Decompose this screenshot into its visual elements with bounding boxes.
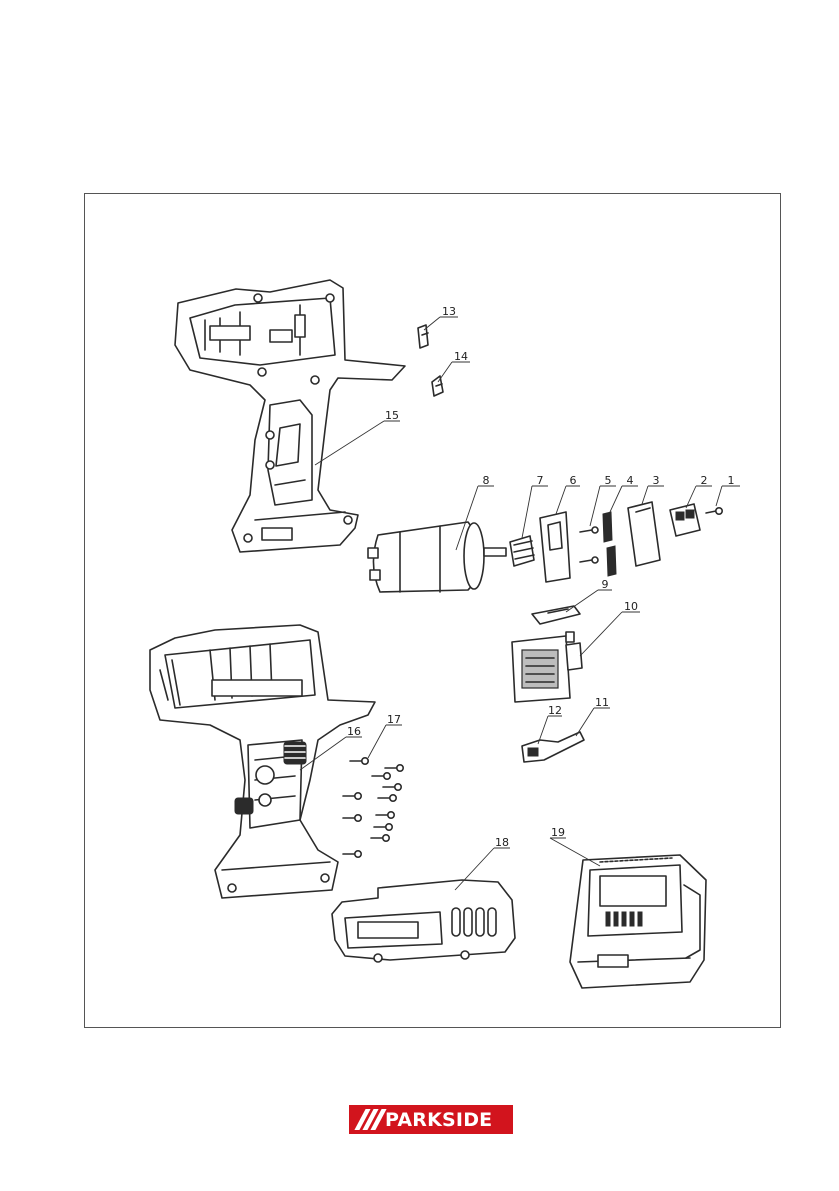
label-part-8: 8 (483, 474, 490, 487)
label-part-17: 17 (387, 713, 401, 726)
label-part-13: 13 (442, 305, 456, 318)
housing-assembled-16 (150, 625, 375, 898)
label-part-10: 10 (624, 600, 638, 613)
trigger-11-12 (522, 732, 584, 762)
motor-8 (368, 522, 506, 592)
label-part-6: 6 (570, 474, 577, 487)
screws-5 (580, 527, 598, 563)
screw-set-17 (343, 758, 403, 857)
label-part-1: 1 (728, 474, 735, 487)
label-part-15: 15 (385, 409, 399, 422)
label-part-3: 3 (653, 474, 660, 487)
housing-half-15 (175, 280, 405, 552)
switch-module-10 (512, 632, 582, 702)
springs-4 (603, 512, 616, 576)
clip-14 (432, 376, 443, 396)
label-part-11: 11 (595, 696, 609, 709)
label-part-5: 5 (605, 474, 612, 487)
leader-lines (300, 317, 740, 890)
label-part-2: 2 (701, 474, 708, 487)
screw-1 (706, 508, 722, 514)
slider-9 (532, 606, 580, 624)
cover-3 (628, 502, 660, 566)
label-part-14: 14 (454, 350, 468, 363)
label-part-12: 12 (548, 704, 562, 717)
plate-6 (540, 512, 570, 582)
label-part-18: 18 (495, 836, 509, 849)
logo-stripes-icon (349, 1105, 389, 1134)
logo-wordmark: PARKSIDE (385, 1109, 492, 1131)
label-part-9: 9 (602, 578, 609, 591)
label-part-16: 16 (347, 725, 361, 738)
gear-7 (510, 536, 534, 566)
label-part-19: 19 (551, 826, 565, 839)
charger-19 (570, 855, 706, 988)
battery-18 (332, 880, 515, 962)
parkside-logo: PARKSIDE (349, 1105, 513, 1134)
switch-block-2 (670, 504, 700, 536)
label-part-4: 4 (627, 474, 634, 487)
label-part-7: 7 (537, 474, 544, 487)
